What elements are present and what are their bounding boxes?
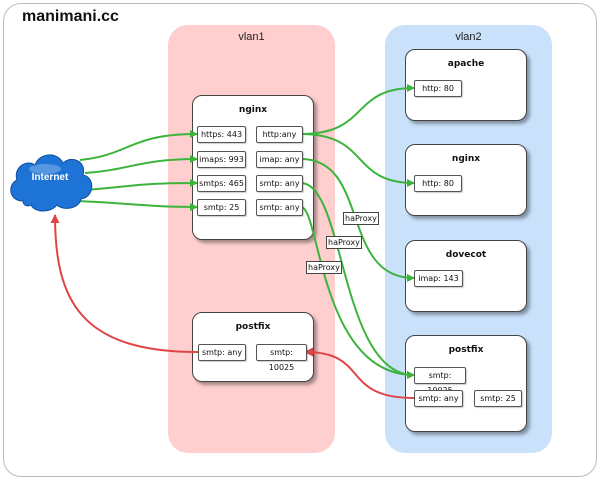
link-nginx-apache: [300, 84, 415, 135]
diagram-title: manimani.cc: [22, 8, 119, 25]
port-smtp-25: smtp: 25: [197, 199, 246, 216]
port-postfix2-smtp-10025: smtp: 10025: [414, 367, 466, 395]
port-nginx-http-80: http: 80: [414, 175, 462, 192]
port-smtps-465: smtps: 465: [197, 175, 246, 192]
link-nginx-nginx: [300, 133, 415, 187]
internet-cloud-icon: [10, 154, 93, 212]
vlan2-nginx-title: nginx: [451, 154, 481, 164]
link-internet-smtp: [77, 200, 198, 211]
apache-title: apache: [447, 59, 485, 69]
port-imaps-993: imaps: 993: [197, 151, 246, 168]
port-postfix2-smtp-25: smtp: 25: [474, 390, 522, 407]
vlan2-label: vlan2: [455, 31, 482, 43]
haproxy-label-2: haProxy: [326, 236, 362, 249]
port-postfix2-smtp-any: smtp: any: [414, 390, 463, 407]
port-dovecot-imap-143: imap: 143: [414, 270, 463, 287]
port-smtp-any-1: smtp: any: [256, 175, 303, 192]
port-postfix-smtp-10025: smtp: 10025: [256, 344, 307, 372]
port-smtp-any-2: smtp: any: [256, 199, 303, 216]
port-http-any: http:any: [256, 126, 303, 143]
link-internet-smtps: [84, 179, 198, 191]
link-smtps-postfix: [300, 182, 415, 379]
port-imap-any: imap: any: [256, 151, 303, 168]
port-postfix-smtp-any: smtp: any: [198, 344, 246, 361]
dovecot-title: dovecot: [445, 250, 487, 260]
internet-label: Internet: [31, 172, 69, 183]
link-internet-imaps: [84, 155, 198, 174]
link-smtp-postfix: [300, 206, 415, 379]
link-internet-https: [79, 130, 198, 161]
vlan1-nginx-title: nginx: [238, 105, 268, 115]
haproxy-label-1: haProxy: [343, 212, 379, 225]
link-postfix-internet: [50, 214, 199, 353]
vlan1-label: vlan1: [238, 31, 265, 43]
haproxy-label-3: haProxy: [306, 261, 342, 274]
vlan1-postfix-title: postfix: [235, 322, 271, 332]
link-postfix-return: [304, 347, 415, 399]
vlan2-postfix-title: postfix: [448, 345, 484, 355]
port-apache-http-80: http: 80: [414, 80, 462, 97]
port-https-443: https: 443: [197, 126, 246, 143]
